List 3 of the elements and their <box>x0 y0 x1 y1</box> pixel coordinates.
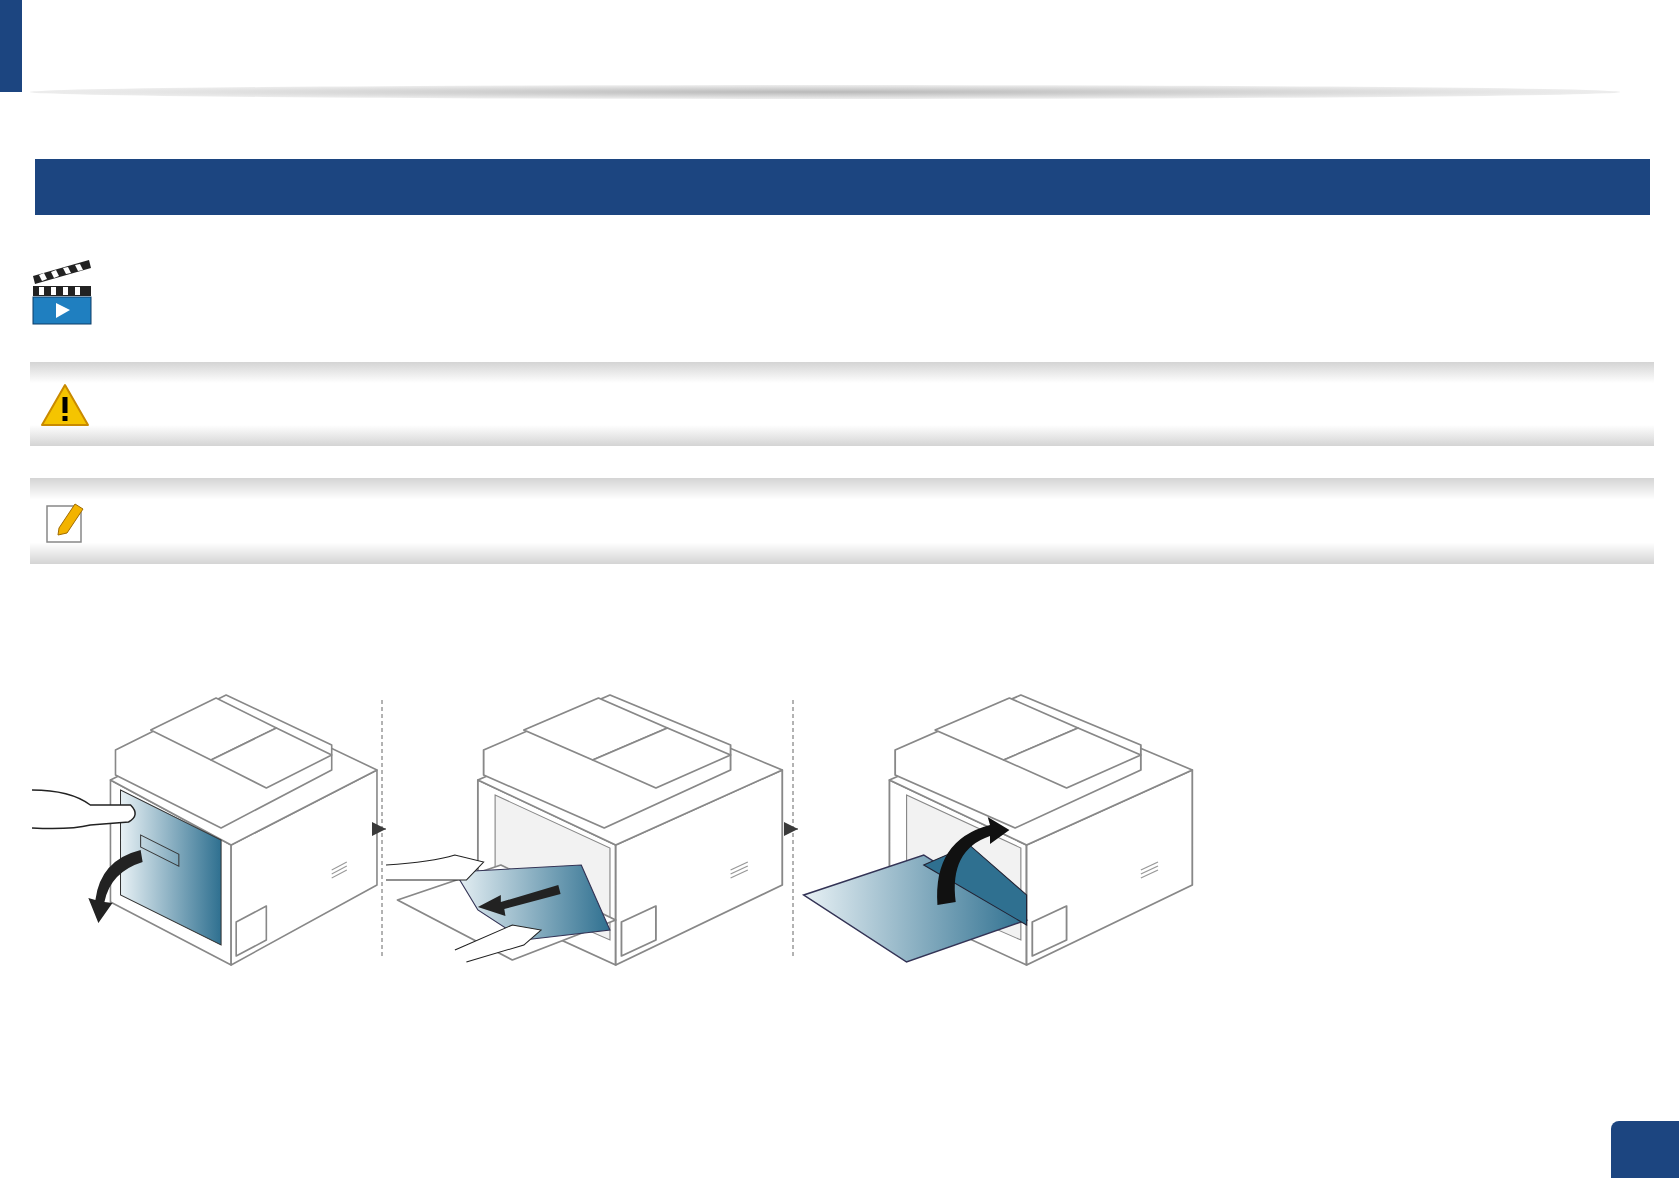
section-banner <box>35 159 1650 215</box>
step-arrow <box>372 822 387 836</box>
step-arrow <box>784 822 799 836</box>
